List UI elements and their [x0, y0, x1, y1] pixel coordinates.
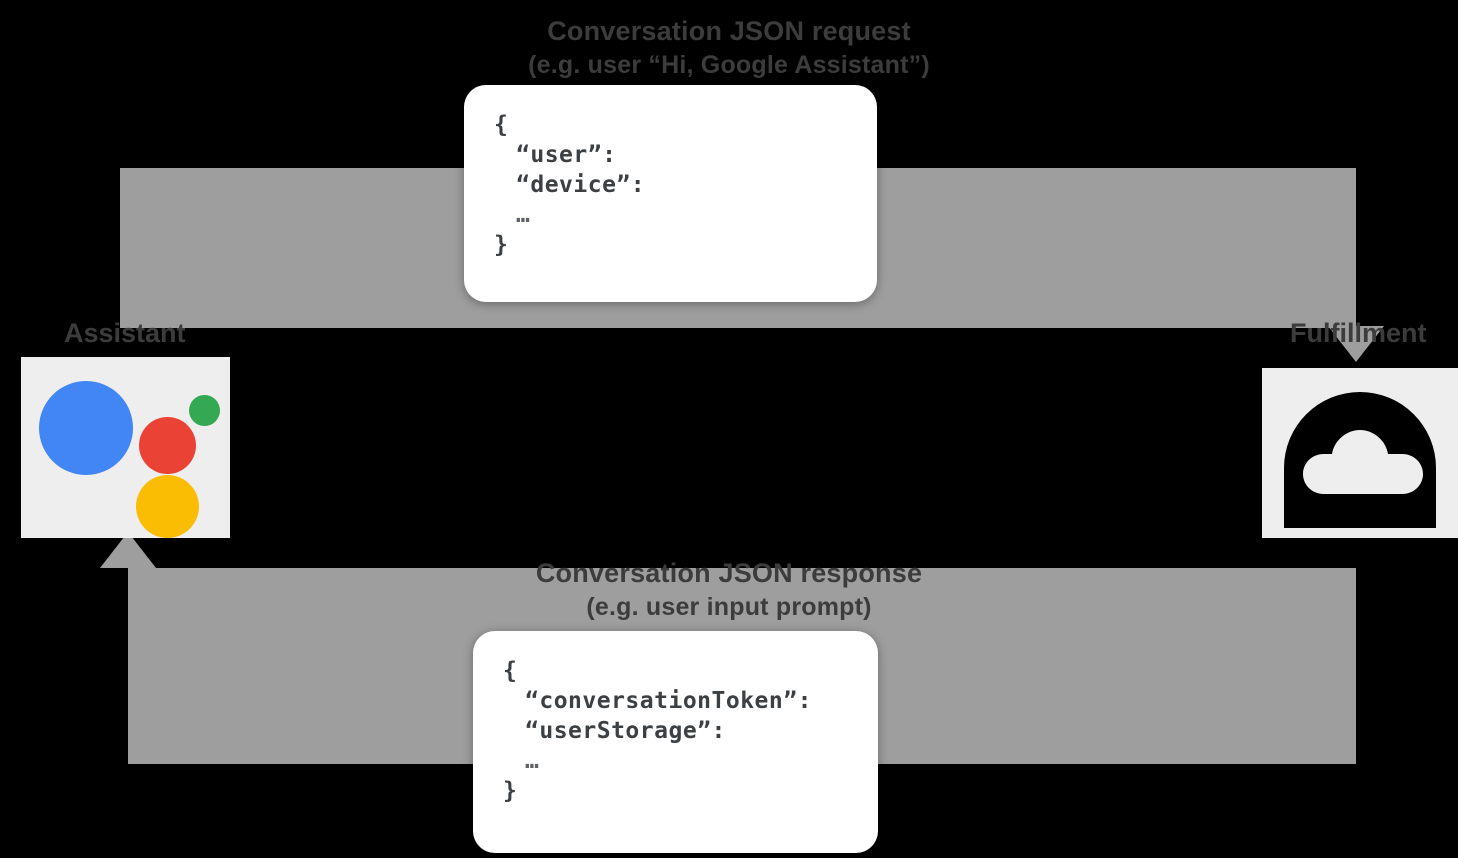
request-json-card: { “user”: “device”: … } — [464, 85, 877, 302]
response-flow-label-line2: (e.g. user input prompt) — [586, 592, 872, 621]
response-json-line-text: “conversationToken”: — [525, 687, 812, 714]
request-json-close-brace: } — [494, 231, 509, 258]
assistant-logo-yellow-dot — [136, 475, 199, 538]
fulfillment-node-tile — [1262, 368, 1458, 538]
request-flow-arrowhead — [1328, 326, 1384, 362]
assistant-logo-blue-dot — [39, 381, 133, 475]
cloud-icon — [1284, 392, 1436, 528]
response-json-card: { “conversationToken”: “userStorage”: … … — [473, 631, 878, 853]
request-json-line-text: “user”: — [516, 141, 617, 168]
response-flow-arrowhead — [100, 532, 156, 568]
response-flow-label: Conversation JSON response (e.g. user in… — [329, 556, 1129, 623]
request-json-line: “device”: — [494, 171, 847, 201]
response-json-line-text: … — [525, 747, 540, 774]
response-json-line-text: “userStorage”: — [525, 717, 726, 744]
assistant-node-label: Assistant — [64, 318, 186, 348]
assistant-logo-red-dot — [139, 417, 196, 474]
request-flow-label-line2: (e.g. user “Hi, Google Assistant”) — [528, 50, 930, 79]
request-json-line: “user”: — [494, 141, 847, 171]
assistant-logo-green-dot — [189, 395, 220, 426]
response-flow-label-line1: Conversation JSON response — [535, 558, 923, 588]
response-json-line: “conversationToken”: — [503, 687, 848, 717]
request-flow-label-line1: Conversation JSON request — [547, 16, 911, 46]
response-json-close-brace: } — [503, 777, 518, 804]
assistant-node-tile — [21, 357, 230, 538]
response-json-line: “userStorage”: — [503, 717, 848, 747]
response-json-line: … — [503, 747, 848, 777]
request-json-line-text: “device”: — [516, 171, 646, 198]
request-json-line: … — [494, 201, 847, 231]
request-json-line-text: … — [516, 201, 531, 228]
request-flow-label: Conversation JSON request (e.g. user “Hi… — [329, 14, 1129, 81]
fulfillment-node-label: Fulfillment — [1290, 318, 1427, 348]
request-json-open-brace: { — [494, 112, 509, 138]
response-json-open-brace: { — [503, 658, 518, 684]
